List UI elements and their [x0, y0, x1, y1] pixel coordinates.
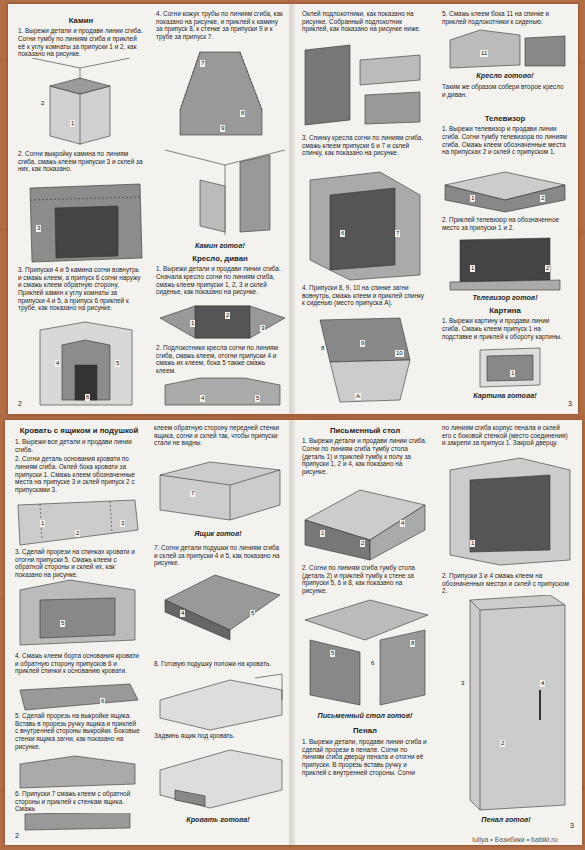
instruction-step: 7. Согни детали подушки по линиям сгиба … — [154, 544, 282, 567]
instruction-step: Таким же образом собери второе кресло и … — [442, 83, 568, 98]
callout-number: 4 — [55, 360, 60, 367]
instruction-step: 2. Согни деталь основания кровати по лин… — [15, 455, 141, 493]
instruction-step: Оклей подлокотники, как показано на рису… — [302, 10, 428, 33]
instruction-step: 3. Спинку кресла согни по линиям сгиба, … — [302, 134, 428, 157]
instruction-step: 4. Смажь клеем борта основания кровати и… — [15, 652, 141, 675]
callout-number: 2 — [40, 100, 45, 107]
callout-number: 1 — [510, 370, 515, 377]
done-caption: Картина готова! — [442, 392, 568, 401]
done-caption: Пенал готов! — [442, 816, 570, 825]
callout-number: 9 — [220, 125, 225, 132]
section-heading: Письменный стол — [302, 426, 428, 435]
done-caption: Ящик готов! — [154, 530, 282, 539]
callout-number: 1 — [320, 530, 325, 537]
instruction-step: 5. Смажь клеем бока 11 на спинке и прикл… — [442, 10, 568, 25]
section-heading: Картина — [442, 306, 568, 315]
callout-number: 5 — [115, 360, 120, 367]
done-caption: Камин готов! — [156, 242, 284, 251]
instruction-step: 3. Сделай прорези на спинках кровати и о… — [15, 548, 141, 579]
instruction-step: 1. Вырежи все детали и продави линии сги… — [15, 438, 141, 453]
instruction-step: 1. Вырежи телевизор и продави линии сгиб… — [442, 125, 568, 156]
callout-number: 1 — [40, 520, 45, 527]
callout-number: 2 — [75, 530, 80, 537]
callout-number: 4 — [180, 610, 185, 617]
done-caption: Кровать готова! — [154, 816, 282, 825]
page-number: 2 — [18, 400, 38, 408]
instruction-step: по линиям сгиба корпус пенала и склей ег… — [442, 424, 570, 447]
callout-number: 1 — [70, 120, 75, 127]
callout-number: 3 — [120, 520, 125, 527]
instruction-step: 5. Сделай прорезь на выкройке ящика. Вст… — [15, 712, 141, 750]
callout-number: 7 — [395, 230, 400, 237]
callout-number: 7 — [190, 490, 195, 497]
callout-number: 2 — [545, 265, 550, 272]
callout-number: 5 — [60, 620, 65, 627]
instruction-step: 3. Припуски 4 и 5 камина согни вовнутрь … — [18, 266, 144, 312]
callout-number: 2 — [225, 312, 230, 319]
watermark: Iuliya • Бэзибики • babiki.ru — [470, 836, 560, 844]
callout-number: 5 — [330, 650, 335, 657]
callout-number: 1 — [190, 320, 195, 327]
section-heading: Телевизор — [442, 114, 568, 123]
instruction-step: 8. Готовую подушку положи на кровать. — [154, 660, 282, 668]
callout-number: 6 — [370, 660, 375, 667]
instruction-step: 2. Припуски 3 и 4 смажь клеем на обознач… — [442, 572, 570, 595]
callout-number: 3 — [460, 680, 465, 687]
instruction-step: клеем обратную сторону передней стенки я… — [154, 424, 282, 447]
instruction-step: 1. Вырежи картину и продави линии сгиба.… — [442, 317, 568, 340]
instruction-step: 4. Согни кожух трубы по линиям сгиба, ка… — [156, 10, 284, 41]
callout-number: 1 — [470, 195, 475, 202]
callout-number: 2 — [500, 740, 505, 747]
callout-number: 1 — [470, 265, 475, 272]
callout-number: 11 — [480, 50, 488, 57]
callout-number: 5 — [250, 610, 255, 617]
callout-number: 4 — [540, 680, 545, 687]
callout-number: 3 — [36, 225, 41, 232]
instruction-step: 2. Приклей телевизор на обозначенное мес… — [442, 216, 568, 231]
section-heading: Пенал — [302, 726, 428, 735]
done-caption: Кресло готово! — [442, 72, 568, 81]
callout-number: 5 — [255, 395, 260, 402]
callout-number: 6 — [340, 230, 345, 237]
callout-number: 8 — [240, 110, 245, 117]
instruction-step: 2. Согни по линиям сгиба тумбу стола (де… — [302, 564, 428, 595]
instruction-step: 2. Согни выкройку камина по линиям сгиба… — [18, 150, 144, 173]
page-number: 3 — [554, 400, 572, 408]
callout-number: 6 — [85, 394, 90, 401]
callout-number: 3 — [260, 325, 265, 332]
section-heading: Кресло, диван — [156, 254, 284, 263]
callout-number: 4 — [400, 520, 405, 527]
instruction-step: 1. Вырежи детали и продави линии сгиба. … — [18, 27, 144, 58]
callout-number: 2 — [540, 195, 545, 202]
instruction-step: 2. Подлокотники кресла согни по линиям с… — [156, 344, 284, 375]
section-heading: Камин — [18, 16, 144, 25]
page-number: 3 — [556, 822, 574, 830]
done-caption: Письменный стол готов! — [302, 712, 428, 721]
callout-number: 2 — [360, 540, 365, 547]
callout-number: 8 — [320, 345, 325, 352]
page-number: 2 — [15, 832, 35, 840]
instruction-step: 1. Вырежи детали, продави линии сгиба и … — [302, 738, 428, 776]
instruction-step: Задвинь ящик под кровать. — [154, 732, 282, 740]
callout-number: 8 — [410, 640, 415, 647]
callout-number: 10 — [395, 350, 404, 357]
callout-number: 9 — [360, 340, 365, 347]
instruction-step: 1. Вырежи детали и продави линии сгиба. … — [156, 265, 284, 296]
callout-number: А — [355, 393, 361, 400]
callout-number: 1 — [470, 540, 475, 547]
instruction-step: 1. Вырежи детали и продави линии сгиба. … — [302, 437, 428, 475]
instruction-step: 4. Припуски 8, 9, 10 на спинке загни вов… — [302, 284, 428, 307]
callout-number: 4 — [200, 395, 205, 402]
instruction-step: 6. Припуски 7 смажь клеем с обратной сто… — [15, 790, 141, 813]
callout-number: 7 — [200, 60, 205, 67]
done-caption: Телевизор готов! — [442, 294, 568, 303]
section-heading: Кровать с ящиком и подушкой — [15, 426, 143, 435]
callout-number: 6 — [100, 698, 105, 705]
